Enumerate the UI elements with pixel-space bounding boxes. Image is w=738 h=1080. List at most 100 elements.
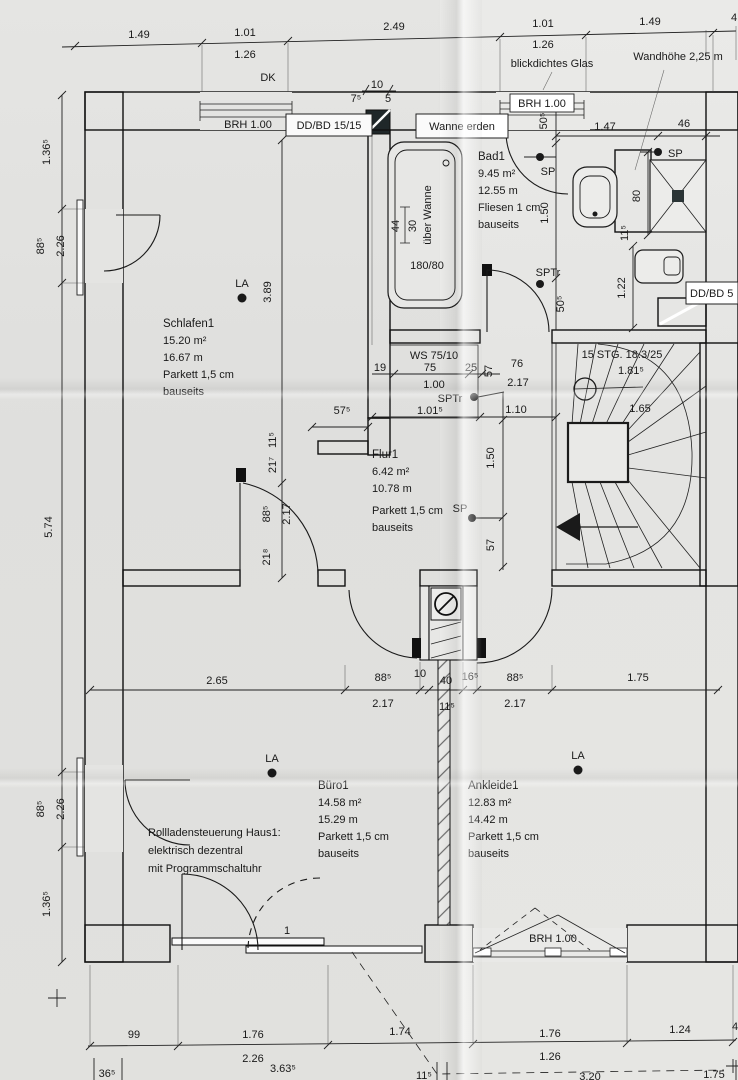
glass-front-bottom (171, 873, 423, 954)
room-note: bauseits (372, 522, 413, 534)
room-perimeter: 16.67 m (163, 352, 203, 364)
dim: 88⁵ (375, 672, 392, 684)
dim: 19 (374, 362, 386, 374)
bottom-dim-chain (85, 951, 738, 1080)
label-wandhoehe: Wandhöhe 2,25 m (633, 51, 722, 63)
label-door1: 1 (284, 925, 290, 937)
wall-bottom-right (626, 924, 738, 963)
dim: 57⁵ (334, 405, 351, 417)
dim: 2.49 (383, 21, 404, 33)
left-dim-chain (48, 90, 85, 1007)
label-la: LA (571, 750, 585, 762)
room-note: bauseits (478, 219, 519, 231)
dim: 3.63⁵ (270, 1063, 296, 1075)
dim: 11⁵ (619, 225, 631, 241)
dim: 1.10 (505, 404, 526, 416)
dim: 11⁵ (439, 701, 455, 713)
schlafen-door (236, 468, 319, 579)
dim: 3.20 (579, 1071, 600, 1080)
sptr-dot-ws (470, 393, 478, 401)
dim: 1.00 (423, 379, 444, 391)
dim: 1.01 (234, 27, 255, 39)
ddbd1515-box (285, 113, 373, 137)
dim: 2.17 (504, 698, 525, 710)
room-area: 14.58 m² (318, 797, 362, 809)
top-dim-chain (61, 26, 737, 92)
stair-walk-line (566, 343, 693, 565)
room-name-schlafen: Schlafen1 (163, 318, 214, 330)
dim: 11⁵ (267, 432, 279, 448)
dim: 1.75 (627, 672, 648, 684)
dim: 16⁵ (462, 671, 479, 683)
room-area: 9.45 m² (478, 168, 516, 180)
dim: 57 (483, 365, 495, 377)
room-area: 12.83 m² (468, 797, 512, 809)
dim: 99 (128, 1029, 140, 1041)
dim: 30 (407, 220, 419, 232)
schlafen-balcony-door-arc (103, 214, 161, 272)
dim: 21⁸ (261, 549, 273, 566)
dim: 1.76 (242, 1029, 263, 1041)
dim: 1.81⁵ (618, 365, 644, 377)
washbasin (572, 166, 618, 228)
wall-niche-step (317, 440, 369, 455)
room-area: 15.20 m² (163, 335, 207, 347)
dim: 21⁷ (267, 457, 279, 473)
dim: 4 (732, 1021, 738, 1033)
label-sp: SP (453, 503, 468, 515)
room-area: 6.42 m² (372, 466, 410, 478)
window-w1 (199, 92, 293, 130)
label-brh-w3: BRH 1.00 (529, 933, 577, 945)
dim: 44 (390, 220, 402, 232)
wall-bad-stair (551, 329, 707, 344)
dim: 46 (678, 118, 690, 130)
label-sptr: SPTr (536, 267, 561, 279)
label-sp: SP (668, 148, 683, 160)
stair-newel-box (566, 421, 630, 484)
buero-door-arc (348, 589, 418, 659)
dim: 1.26 (234, 49, 255, 61)
room-floor: Parkett 1,5 cm (318, 831, 389, 843)
room-perimeter: 10.78 m (372, 483, 412, 495)
dim: 1.49 (128, 29, 149, 41)
dim: 11⁵ (416, 1070, 432, 1080)
dim: 36⁵ (99, 1068, 116, 1080)
dim: 2.26 (55, 798, 67, 819)
room-note: bauseits (318, 848, 359, 860)
wall-under-tub (389, 329, 481, 344)
dim: 2.17 (281, 503, 293, 524)
room-name-bad: Bad1 (478, 151, 505, 163)
dim: 88⁵ (507, 672, 524, 684)
label-dk: DK (260, 72, 276, 84)
dim: 1.22 (616, 277, 628, 298)
dim: 1.49 (639, 16, 660, 28)
dim: 1.50 (485, 447, 497, 468)
label-sptr-ws: SPTr (438, 393, 463, 405)
room-floor: Parkett 1,5 cm (163, 369, 234, 381)
leader-lines (542, 69, 665, 171)
window-left-a (76, 199, 161, 296)
wall-stair-bottom (551, 569, 707, 587)
stair-left-stringer (551, 343, 557, 570)
label-la: LA (265, 753, 279, 765)
room-name-buero: Büro1 (318, 780, 349, 792)
label-ueber-wanne: über Wanne (422, 185, 434, 245)
entrance-door-arc-dashed (247, 877, 321, 951)
wall-bottom-mid (424, 924, 474, 963)
dim: 1.26 (539, 1051, 560, 1063)
wall-flur-buero-2 (317, 569, 346, 587)
dim: 40 (440, 675, 452, 687)
dim: 1.36⁵ (41, 891, 53, 917)
la-dot-ankleide (573, 765, 583, 775)
dim: 3.89 (262, 281, 274, 302)
dim: 50⁵ (555, 296, 567, 313)
wall-wc-stub (657, 297, 707, 327)
dim: 1.74 (389, 1026, 410, 1038)
dim: 4 (731, 12, 737, 24)
wall-top (84, 91, 738, 131)
dim: 5 (385, 93, 391, 105)
window-tilt-lines (474, 914, 626, 954)
dim: 2.26 (242, 1053, 263, 1065)
